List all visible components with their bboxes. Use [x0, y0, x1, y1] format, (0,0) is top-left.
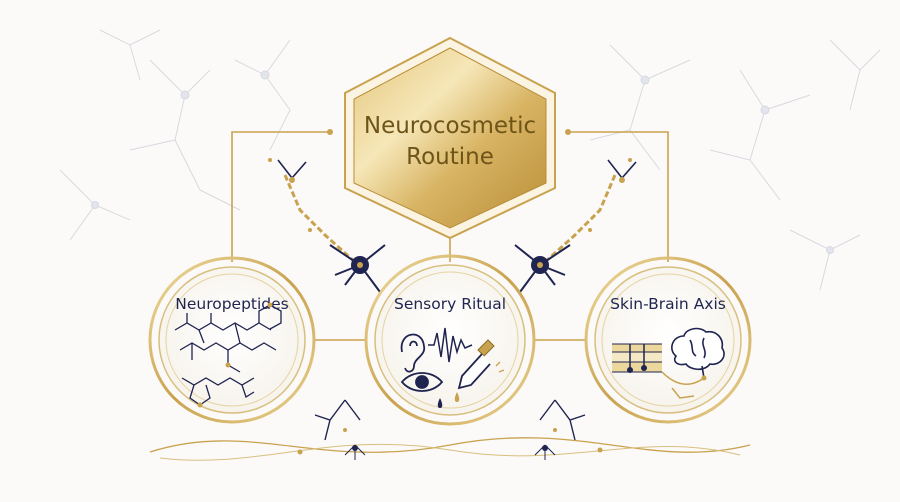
- central-hexagon: Neurocosmetic Routine: [344, 36, 556, 240]
- nerve-path-icon: [661, 371, 705, 399]
- ear-icon: [400, 333, 426, 373]
- background-neurons: [59, 29, 881, 291]
- connector-dot: [565, 129, 571, 135]
- connector-lines: [231, 131, 669, 341]
- central-title-line2: Routine: [406, 144, 494, 170]
- brain-icon: [671, 327, 725, 379]
- connector-dot: [327, 129, 333, 135]
- node-label-neuropeptides: Neuropeptides: [175, 295, 289, 313]
- drop-icon: [437, 398, 443, 408]
- node-sensory-ritual: Sensory Ritual: [364, 254, 536, 426]
- neuron-bottom-left-icon: [314, 399, 361, 441]
- eye-icon: [400, 372, 444, 392]
- node-label-sensory-ritual: Sensory Ritual: [394, 295, 506, 313]
- central-title-line1: Neurocosmetic: [364, 113, 536, 139]
- node-skin-brain-axis: Skin-Brain Axis: [584, 256, 752, 424]
- node-neuropeptides: Neuropeptides: [148, 256, 316, 424]
- skin-layers-icon: [612, 343, 662, 373]
- neuron-bottom-right-icon: [539, 399, 586, 441]
- neuron-right-icon: [514, 159, 637, 293]
- neuron-left-icon: [277, 159, 386, 293]
- sound-wave-icon: [428, 327, 473, 363]
- bottom-wave-decoration: [149, 437, 751, 461]
- dropper-icon: [454, 339, 505, 402]
- node-label-skin-brain-axis: Skin-Brain Axis: [610, 295, 726, 313]
- sparkle-dots: [268, 158, 632, 432]
